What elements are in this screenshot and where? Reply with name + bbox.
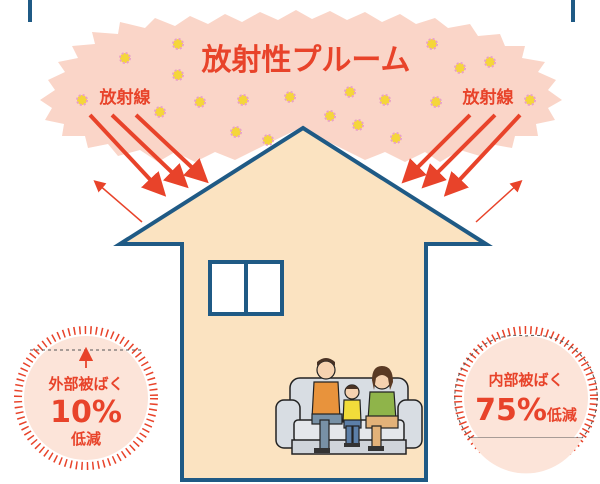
radiation-arrow [88, 113, 167, 197]
particle [76, 94, 88, 106]
particle [230, 126, 242, 138]
family-on-sofa [275, 358, 423, 455]
radiation-arrows-left [88, 113, 209, 197]
radiation-arrow [443, 113, 522, 197]
internal-exposure-badge: 内部被ばく 75%低減 [454, 326, 598, 474]
particle [119, 52, 131, 64]
particle [324, 110, 336, 122]
reflect-arrow-left [93, 180, 143, 223]
particle [390, 132, 402, 144]
particle [484, 56, 496, 68]
particle [172, 38, 184, 50]
particle [352, 119, 364, 131]
house-window [208, 260, 284, 316]
radiation-label-right: 放射線 [462, 87, 514, 108]
radiation-arrow [110, 113, 189, 189]
external-exposure-badge: 外部被ばく 10% 低減 [14, 326, 158, 470]
reflect-arrow-right [475, 179, 523, 223]
particle [194, 96, 206, 108]
particle [426, 38, 438, 50]
internal-label: 内部被ばく [488, 371, 563, 389]
plume-title: 放射性プルーム [200, 43, 410, 78]
person-child [342, 384, 362, 447]
particle [344, 86, 356, 98]
particle [154, 106, 166, 118]
particle [284, 91, 296, 103]
radiation-arrows-right [401, 113, 522, 197]
external-label: 外部被ばく [47, 375, 123, 393]
radiation-arrow [134, 113, 209, 184]
radiation-label-left: 放射線 [99, 87, 151, 108]
particle [262, 134, 274, 146]
particle [524, 94, 536, 106]
particle [172, 69, 184, 81]
internal-value-number: 75% [475, 393, 547, 428]
internal-value: 75%低減 [475, 393, 577, 428]
external-value: 10% [50, 395, 122, 430]
particle [454, 62, 466, 74]
plume-particles [76, 38, 536, 146]
person-mother [365, 366, 399, 451]
person-father [311, 358, 343, 453]
particle [237, 94, 249, 106]
particle [379, 94, 391, 106]
radiation-arrow [421, 113, 497, 189]
internal-note: 低減 [546, 406, 577, 424]
particle [430, 96, 442, 108]
radiation-arrow [401, 113, 472, 184]
external-note: 低減 [70, 430, 101, 448]
